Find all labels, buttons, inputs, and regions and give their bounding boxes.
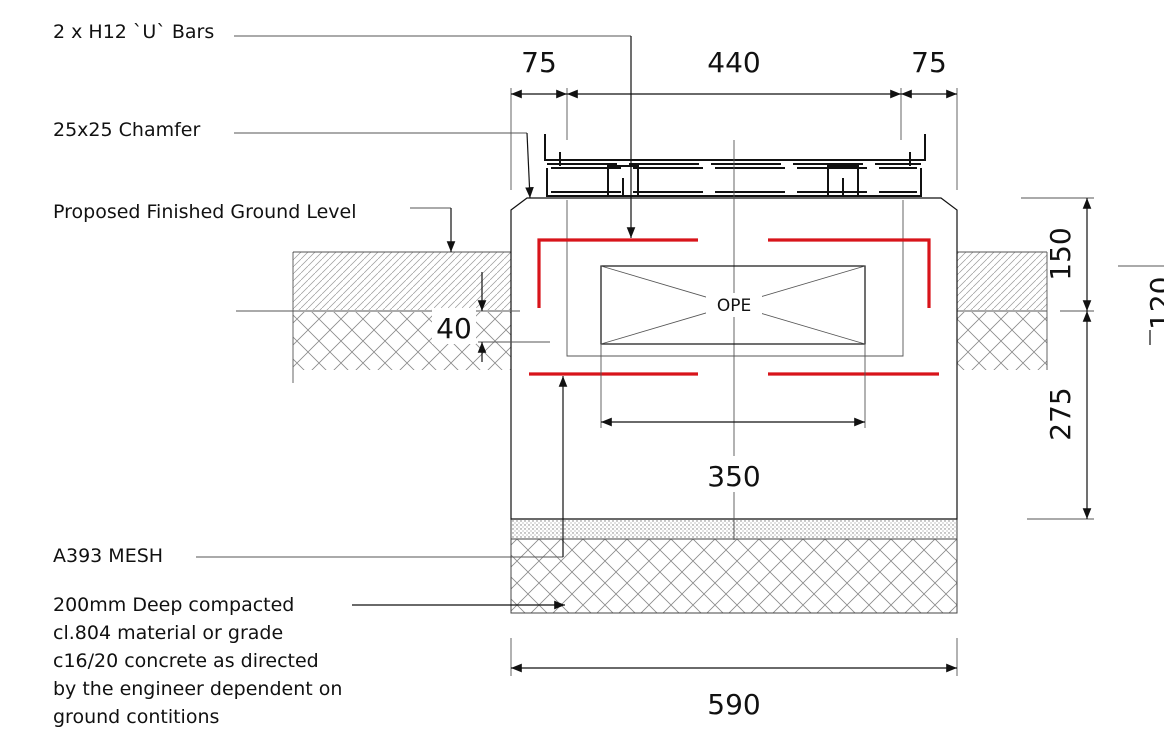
dim-mesh-offset: 40 <box>436 312 472 345</box>
leader-base-material: 200mm Deep compacted cl.804 material or … <box>53 594 565 728</box>
dim-inner-span: 440 <box>707 46 760 79</box>
label-mesh: A393 MESH <box>53 545 163 567</box>
label-base-material-line-1: 200mm Deep compacted <box>53 594 294 616</box>
leader-mesh: A393 MESH <box>53 376 568 567</box>
dim-lower-depth: 275 <box>1044 387 1077 440</box>
right-vertical-dimensions: 150 275 120 <box>1021 197 1164 520</box>
label-base-material-line-3: c16/20 concrete as directed <box>53 650 319 672</box>
dim-left-cover: 75 <box>521 46 557 79</box>
leader-u-bars: 2 x H12 `U` Bars <box>53 21 636 238</box>
dim-right-cover: 75 <box>911 46 947 79</box>
label-base-material-line-2: cl.804 material or grade <box>53 622 283 644</box>
label-base-material-line-4: by the engineer dependent on <box>53 678 342 700</box>
opening-label: OPE <box>717 296 751 316</box>
label-base-material-line-5: ground contitions <box>53 706 219 728</box>
label-ground-level: Proposed Finished Ground Level <box>53 201 356 223</box>
top-dimensions: 75 440 75 <box>510 46 958 190</box>
dim-total-depth-partial: 120 <box>1144 277 1164 330</box>
dim-overall-width: 590 <box>707 688 760 721</box>
dim-top-depth: 150 <box>1044 227 1077 280</box>
leader-ground-level: Proposed Finished Ground Level <box>53 201 456 252</box>
ground-right <box>957 251 1048 370</box>
reinforcement-u-bars <box>529 238 939 376</box>
overall-width-dimension: 590 <box>510 638 958 721</box>
grating-cover <box>544 134 926 197</box>
chamber-outline <box>510 197 958 520</box>
opening: OPE <box>566 200 904 357</box>
label-chamfer: 25x25 Chamfer <box>53 119 200 141</box>
mesh-offset-dimension: 40 <box>432 272 550 362</box>
leader-chamfer: 25x25 Chamfer <box>53 119 534 199</box>
opening-width-dimension: 350 <box>600 344 866 493</box>
dim-opening-width: 350 <box>707 460 760 493</box>
label-u-bars: 2 x H12 `U` Bars <box>53 21 214 43</box>
ground-left <box>292 251 511 383</box>
